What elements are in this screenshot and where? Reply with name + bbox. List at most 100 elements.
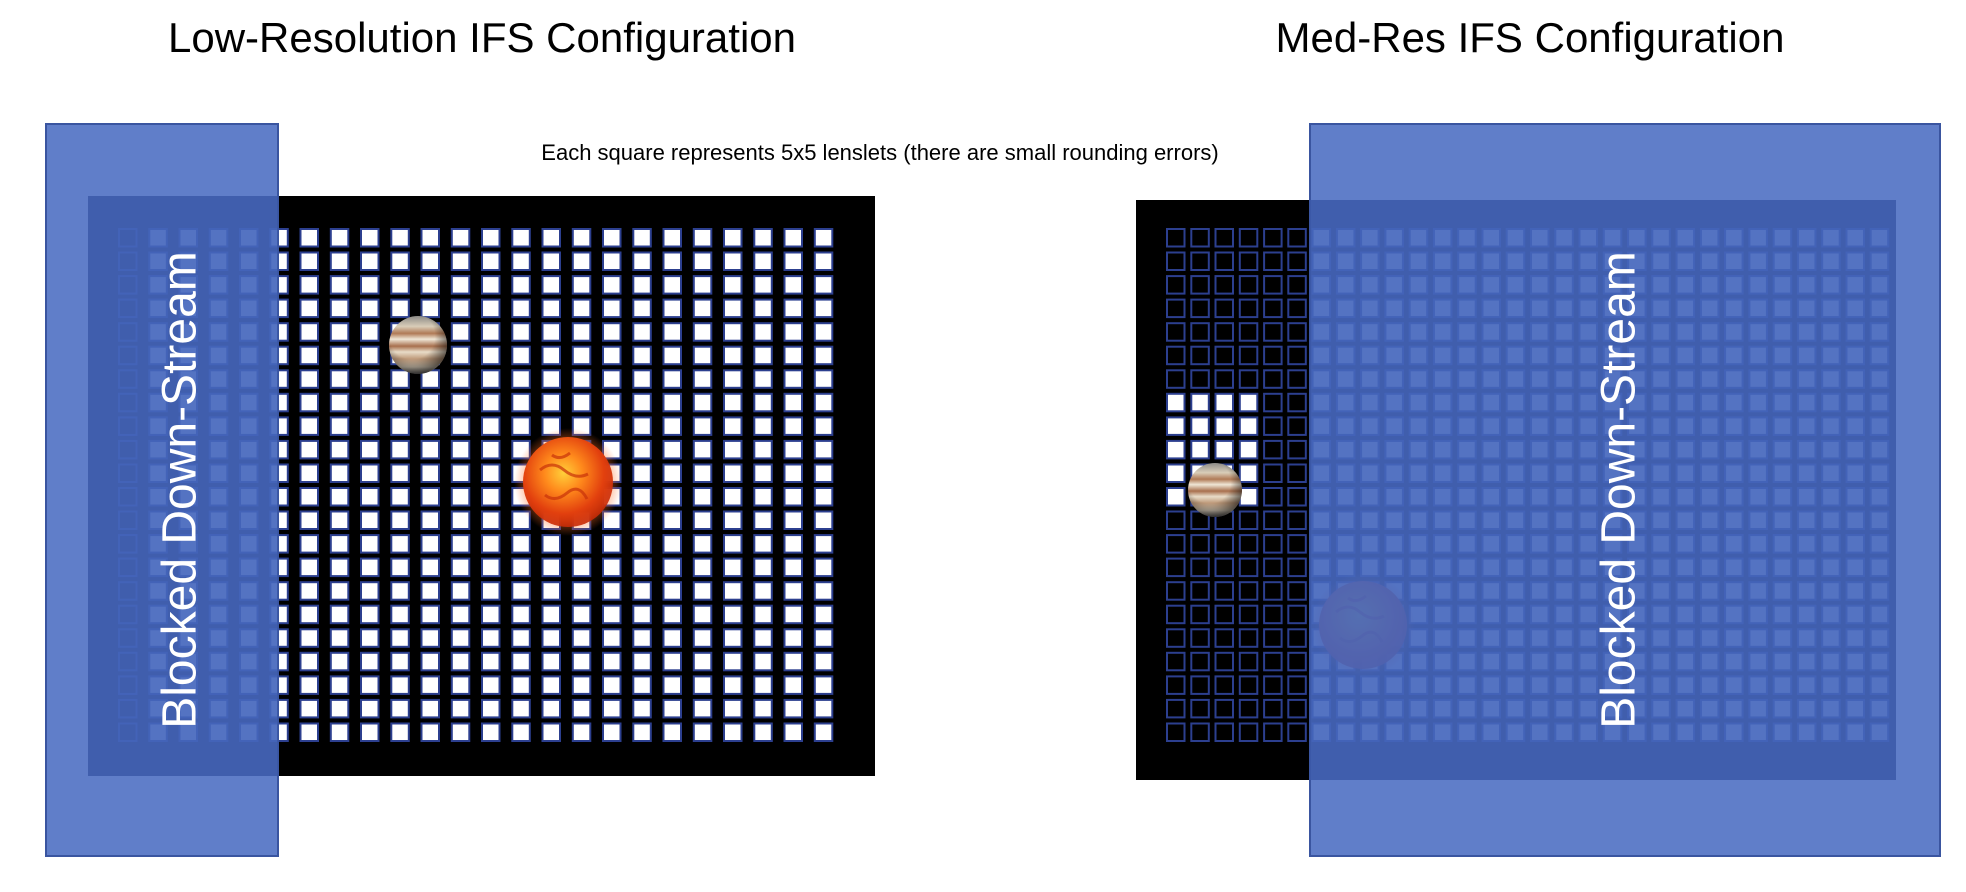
lenslet-square [783, 369, 803, 389]
lenslet-square [1238, 534, 1259, 554]
lenslet-square [1263, 228, 1283, 248]
lenslet-square [692, 251, 713, 271]
lenslet-square [299, 228, 319, 248]
lenslet-square [1238, 298, 1259, 319]
lenslet-square [1287, 251, 1307, 271]
lenslet-square [360, 628, 380, 648]
lenslet-square [420, 722, 440, 742]
lenslet-square [390, 439, 410, 460]
lenslet-square [1214, 392, 1234, 413]
lenslet-square [511, 557, 531, 578]
lenslet-square [632, 581, 652, 601]
lenslet-square [662, 675, 682, 695]
lenslet-square [481, 298, 501, 319]
lenslet-square [1214, 581, 1234, 601]
lenslet-square [1166, 439, 1186, 460]
lenslet-square [723, 275, 743, 295]
lenslet-square [360, 675, 380, 695]
lenslet-square [692, 675, 713, 695]
lenslet-square [571, 557, 592, 578]
lenslet-square [632, 345, 652, 366]
lenslet-square [632, 392, 652, 413]
lenslet-square [1166, 604, 1186, 625]
lenslet-square [299, 416, 319, 436]
lenslet-square [723, 722, 743, 742]
lenslet-square [1263, 604, 1283, 625]
lenslet-square [511, 275, 531, 295]
lenslet-square [783, 604, 803, 625]
lenslet-square [1166, 675, 1186, 695]
lenslet-square [632, 722, 652, 742]
lenslet-square [511, 581, 531, 601]
lenslet-square [450, 675, 471, 695]
lenslet-square [299, 651, 319, 672]
lenslet-square [571, 322, 592, 342]
lenslet-square [360, 392, 380, 413]
lenslet-square [753, 322, 773, 342]
lenslet-square [571, 675, 592, 695]
lenslet-square [1166, 275, 1186, 295]
lenslet-square [753, 628, 773, 648]
low-res-title: Low-Resolution IFS Configuration [168, 14, 796, 61]
lenslet-square [329, 534, 350, 554]
lenslet-square [511, 722, 531, 742]
lenslet-square [723, 534, 743, 554]
lenslet-square [1166, 581, 1186, 601]
lenslet-square [602, 604, 622, 625]
lenslet-square [1214, 604, 1234, 625]
lenslet-square [541, 322, 561, 342]
lenslet-square [390, 557, 410, 578]
lenslet-square [329, 322, 350, 342]
lenslet-square [1190, 698, 1210, 719]
blocked-downstream-label: Blocked Down-Stream [1593, 251, 1646, 729]
lenslet-square [329, 275, 350, 295]
lenslet-square [753, 228, 773, 248]
lenslet-square [511, 345, 531, 366]
lenslet-square [1238, 651, 1259, 672]
lenslet-square [571, 722, 592, 742]
lenslet-square [571, 628, 592, 648]
lenslet-square [1263, 439, 1283, 460]
lenslet-square [329, 604, 350, 625]
lenslet-square [662, 322, 682, 342]
lenslet-square [450, 322, 471, 342]
lenslet-square [783, 698, 803, 719]
lenslet-square [783, 651, 803, 672]
lenslet-square [1214, 722, 1234, 742]
lenslet-square [481, 510, 501, 530]
lenslet-square [420, 392, 440, 413]
lenslet-square [783, 628, 803, 648]
lenslet-square [753, 369, 773, 389]
lenslet-square [481, 581, 501, 601]
lenslet-square [481, 345, 501, 366]
lenslet-square [450, 463, 471, 483]
lenslet-square [450, 392, 471, 413]
lenslet-square [1287, 534, 1307, 554]
lenslet-square [390, 651, 410, 672]
lenslet-square [360, 487, 380, 507]
lenslet-square [662, 487, 682, 507]
lenslet-square [329, 698, 350, 719]
lenslet-square [1214, 698, 1234, 719]
lenslet-square [1166, 722, 1186, 742]
low-res-panel: Blocked Down-Stream [45, 123, 875, 857]
lenslet-square [783, 275, 803, 295]
lenslet-square [1238, 510, 1259, 530]
lenslet-square [450, 228, 471, 248]
lenslet-square [541, 369, 561, 389]
lenslet-square [481, 369, 501, 389]
lenslet-square [360, 369, 380, 389]
lenslet-square [813, 275, 834, 295]
lenslet-square [420, 534, 440, 554]
lenslet-square [783, 581, 803, 601]
lenslet-square [662, 534, 682, 554]
lenslet-square [1190, 628, 1210, 648]
lenslet-square [692, 298, 713, 319]
lenslet-square [1263, 628, 1283, 648]
lenslet-square [541, 557, 561, 578]
lenslet-square [511, 251, 531, 271]
lenslet-square [1190, 275, 1210, 295]
lenslet-square [1166, 322, 1186, 342]
lenslet-square [753, 722, 773, 742]
lenslet-square [511, 322, 531, 342]
